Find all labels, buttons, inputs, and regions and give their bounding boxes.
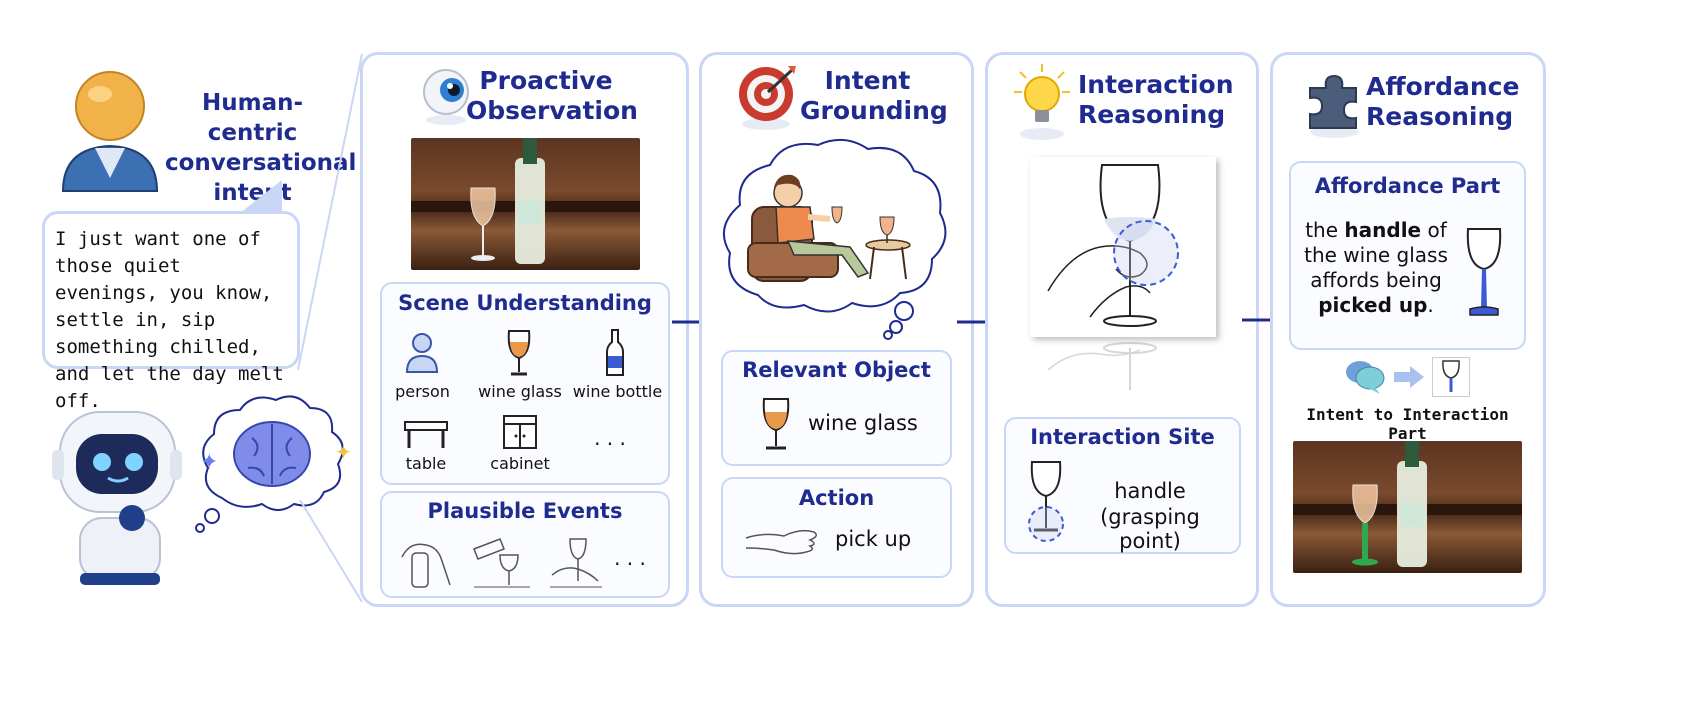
- robot-icon: [50, 408, 185, 588]
- relevant-object-title: Relevant Object: [742, 358, 931, 382]
- brain-thought-cloud: [192, 388, 357, 533]
- affordance-bold-picked-up: picked up: [1318, 293, 1428, 317]
- affordance-part-title: Affordance Part: [1314, 174, 1501, 198]
- affordance-reasoning-title: Affordance Reasoning: [1366, 72, 1520, 131]
- table-icon: [403, 418, 449, 454]
- user-quote-bubble: I just want one of those quiet evenings,…: [42, 211, 300, 412]
- action-value: pick up: [835, 527, 912, 551]
- affordance-sentence: the handle of the wine glass affords bei…: [1300, 218, 1452, 318]
- glass-part-thumbnail: [1432, 357, 1470, 397]
- wine-glass-icon: [760, 396, 792, 456]
- scene-understanding-box: [380, 282, 670, 485]
- event-sketch-pour: [470, 535, 532, 593]
- interaction-site-value-line2: (grasping point): [1100, 505, 1200, 553]
- scene-understanding-title: Scene Understanding: [398, 291, 652, 315]
- action-box: [721, 477, 952, 578]
- object-label-wine-bottle: wine bottle: [572, 382, 663, 401]
- person-avatar-icon: [55, 66, 165, 196]
- affordance-text-2: of the wine glass affords being: [1304, 218, 1448, 292]
- relaxing-person-thought-cloud: [718, 135, 953, 340]
- target-icon: [736, 62, 798, 136]
- interaction-reasoning-title: Interaction Reasoning: [1078, 70, 1234, 129]
- relevant-object-value: wine glass: [808, 411, 918, 435]
- object-label-cabinet: cabinet: [490, 454, 550, 473]
- connector-lines: [297, 53, 363, 603]
- event-sketch-hold-glass: [548, 535, 604, 593]
- affordance-text-1: the: [1305, 218, 1345, 242]
- scene-photo: [411, 138, 640, 270]
- lightbulb-icon: [1008, 62, 1078, 146]
- proactive-observation-title: Proactive Observation: [466, 66, 638, 125]
- wine-glass-handle-icon: [1024, 458, 1068, 548]
- user-quote: I just want one of those quiet evenings,…: [55, 228, 284, 412]
- object-label-person: person: [395, 382, 450, 401]
- intent-grounding-title: Intent Grounding: [800, 66, 948, 125]
- action-title: Action: [798, 486, 875, 510]
- interaction-site-value-line1: handle: [1114, 479, 1186, 503]
- hand-icon: [744, 522, 822, 562]
- speech-tail: [240, 180, 282, 213]
- affordance-bold-handle: handle: [1344, 218, 1422, 242]
- wine-glass-icon: [505, 328, 533, 382]
- plausible-events-title: Plausible Events: [427, 499, 623, 523]
- relevant-object-box: [721, 350, 952, 466]
- intent-to-interaction-caption: Intent to Interaction Part: [1306, 405, 1509, 443]
- interaction-site-title: Interaction Site: [1030, 425, 1215, 449]
- cabinet-icon: [502, 414, 538, 454]
- puzzle-piece-icon: [1300, 68, 1364, 144]
- wine-bottle-icon: [604, 328, 626, 382]
- affordance-text-3: .: [1427, 293, 1434, 317]
- object-label-wine-glass: wine glass: [478, 382, 562, 401]
- chat-bubbles-icon: [1344, 358, 1386, 400]
- sparkle-icon: ✦: [335, 440, 352, 464]
- events-more-ellipsis: · · ·: [614, 552, 646, 576]
- affordance-result-photo: [1293, 441, 1522, 573]
- eye-icon: [420, 66, 472, 130]
- event-sketch-uncork: [398, 537, 454, 593]
- sparkle-icon: ✦: [200, 450, 219, 475]
- person-icon: [404, 330, 440, 378]
- grasp-sketch-image: [1030, 157, 1216, 337]
- object-label-table: table: [405, 454, 447, 473]
- right-arrow-icon: [1392, 364, 1426, 394]
- object-more-ellipsis: · · ·: [594, 432, 626, 456]
- grasp-sketch-reflection: [1030, 340, 1216, 390]
- wine-glass-highlighted-icon: [1462, 225, 1506, 323]
